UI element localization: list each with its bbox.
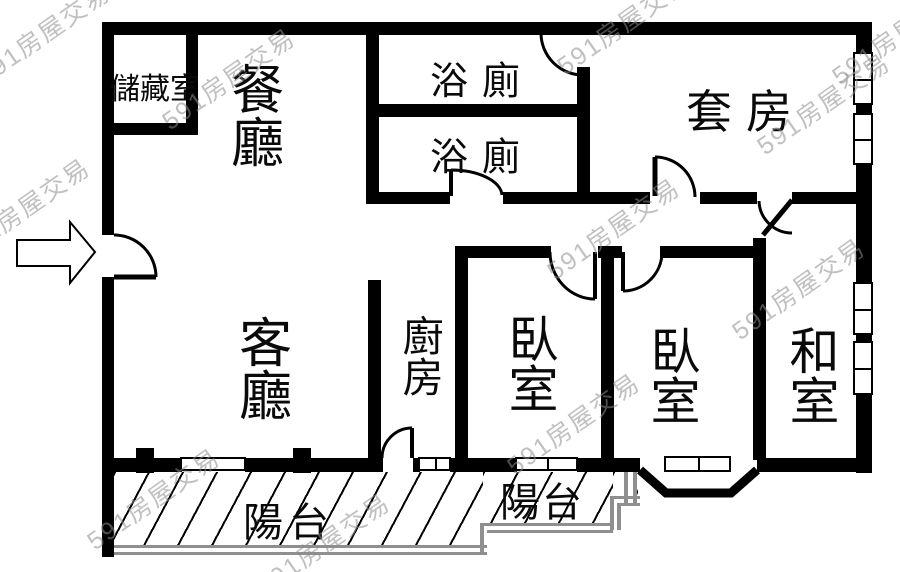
door-arc-suite	[654, 155, 697, 198]
balcony-left-hatch	[114, 472, 483, 545]
wall-corridor-top	[792, 192, 870, 204]
wall-post	[293, 448, 311, 473]
room-label-living: 客廳	[231, 315, 290, 421]
wall-suite-left	[577, 67, 590, 203]
wall-corridor-top	[366, 192, 450, 204]
wall-post	[136, 448, 154, 473]
room-label-kitchen: 廚房	[396, 315, 443, 397]
room-label-bathroom-bottom: 浴廁	[430, 137, 535, 179]
door-arc-kitchen	[380, 426, 413, 459]
room-label-bedroom-left: 臥室	[501, 313, 558, 413]
bay-window	[664, 456, 731, 472]
wall-storage-bottom	[102, 123, 198, 135]
wall-bedroom-left-side	[455, 246, 468, 458]
wall-top	[102, 22, 870, 35]
wall-bathroom-divider	[366, 104, 590, 117]
door-arc-bedroom-right	[622, 251, 664, 293]
watermark: 591房屋交易	[0, 0, 116, 91]
wall-kitchen-divider	[368, 280, 381, 458]
watermark: 591房屋交易	[552, 0, 696, 81]
wall-corridor-top	[700, 192, 757, 204]
window	[515, 457, 578, 471]
window	[853, 282, 873, 335]
balcony-railing	[617, 503, 621, 530]
entry-arrow-icon	[16, 219, 97, 286]
window	[853, 52, 873, 105]
balcony-railing	[617, 503, 640, 506]
wall-bottom	[245, 458, 383, 472]
door-arc-bedroom-left	[548, 251, 596, 301]
wall-bedrooms-top	[660, 246, 757, 258]
wall-left-lower	[102, 277, 114, 557]
wall-bathroom-left	[366, 33, 379, 203]
window	[853, 113, 873, 165]
balcony-railing	[480, 523, 613, 526]
wall-bottom	[450, 458, 517, 472]
watermark: 591房屋交易	[0, 153, 96, 266]
wall-between-bedrooms	[601, 246, 614, 458]
wall-bedrooms-top	[455, 246, 551, 258]
wall-bottom	[757, 458, 870, 472]
wall-storage-right	[186, 22, 198, 135]
room-label-balcony-right: 陽台	[500, 480, 584, 525]
wall-corridor-top	[503, 192, 650, 204]
door-arc-tatami	[757, 200, 793, 235]
wall-bottom	[577, 458, 640, 472]
room-label-tatami: 和室	[782, 325, 839, 425]
door-arc-entry	[113, 233, 158, 278]
wall-tatami-left	[753, 238, 766, 460]
room-label-storage: 儲藏室	[110, 73, 200, 106]
balcony-railing	[624, 472, 628, 503]
door-leaf-tatami	[761, 198, 794, 237]
balcony-railing	[480, 523, 484, 555]
room-label-suite: 套房	[686, 87, 806, 138]
wall-bottom	[413, 458, 420, 472]
room-label-dining: 餐廳	[223, 62, 282, 168]
window	[180, 457, 246, 471]
balcony-right-hatch	[483, 472, 613, 523]
window	[418, 457, 451, 471]
balcony-railing	[102, 545, 487, 548]
balcony-railing	[102, 552, 487, 555]
room-label-bathroom-top: 浴廁	[430, 61, 535, 103]
window	[853, 341, 873, 395]
bay-window-outline	[637, 466, 760, 498]
balcony-railing	[633, 472, 637, 503]
room-label-balcony-left: 陽台	[243, 500, 335, 545]
balcony-railing	[487, 530, 613, 533]
balcony-railing	[610, 496, 614, 530]
room-label-bedroom-right: 臥室	[643, 325, 700, 425]
